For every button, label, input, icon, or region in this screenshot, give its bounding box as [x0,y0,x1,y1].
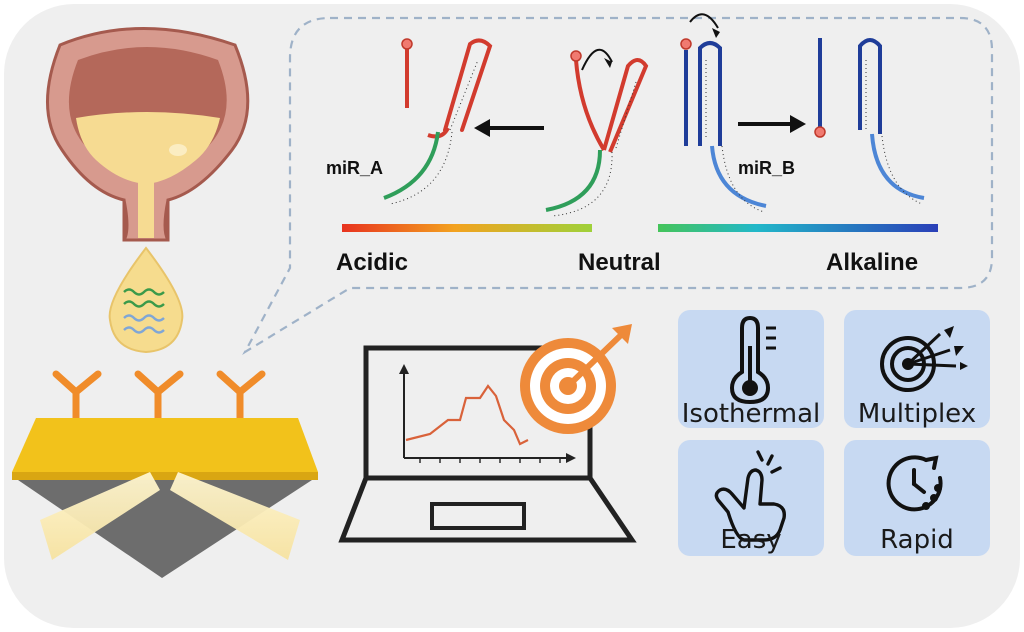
thermometer-icon [729,315,776,405]
arrow-to-acidic [474,119,544,137]
feature-box-multiplex: Multiplex [844,310,990,429]
urine-droplet [108,246,184,354]
antibody-2 [134,370,184,424]
antibody-3 [216,370,266,424]
target-icon [520,324,632,434]
ph-bar-acidic [342,224,592,232]
ph-bar-alkaline [658,224,938,232]
feature-box-easy: Easy [678,440,824,556]
arrow-to-alkaline [738,115,806,133]
tap-hand-icon [714,450,786,542]
stopwatch-icon [886,455,943,512]
light-beam-right [170,472,300,560]
label-alkaline: Alkaline [826,249,918,276]
hairpin-alkaline-open [814,38,925,205]
label-mir-a: miR_A [326,158,383,178]
feature-label-rapid: Rapid [880,525,954,555]
feature-box-isothermal: Isothermal [678,310,824,429]
feature-label-isothermal: Isothermal [682,399,821,429]
feature-label-multiplex: Multiplex [858,399,976,429]
target-arrows-icon [880,326,968,392]
label-acidic: Acidic [336,249,408,276]
antibody-1 [52,370,102,424]
label-neutral: Neutral [578,249,661,276]
feature-label-easy: Easy [720,525,781,555]
hairpin-alkaline-closed [680,13,767,213]
gold-sensor-chip [12,418,318,480]
feature-box-rapid: Rapid [844,440,990,556]
hairpin-neutral [545,49,649,217]
light-beam-left [40,472,160,560]
signal-curve [405,384,529,446]
dashed-callout [242,16,994,356]
hairpin-acidic-open [383,38,493,205]
label-mir-b: miR_B [738,158,795,178]
bladder-illustration [46,27,250,242]
